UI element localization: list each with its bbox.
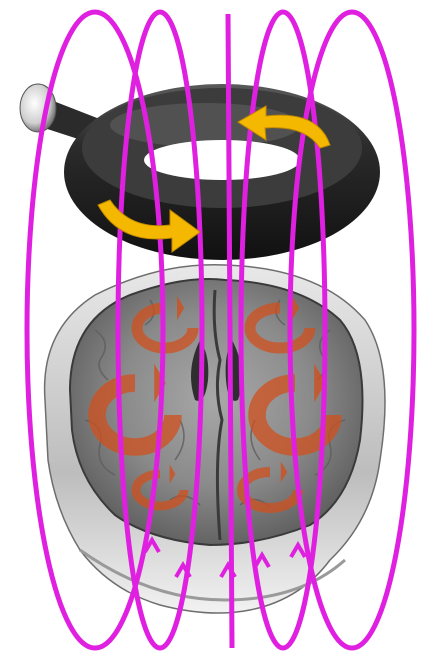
coil-hole <box>144 140 300 180</box>
brain-slice <box>45 265 385 613</box>
